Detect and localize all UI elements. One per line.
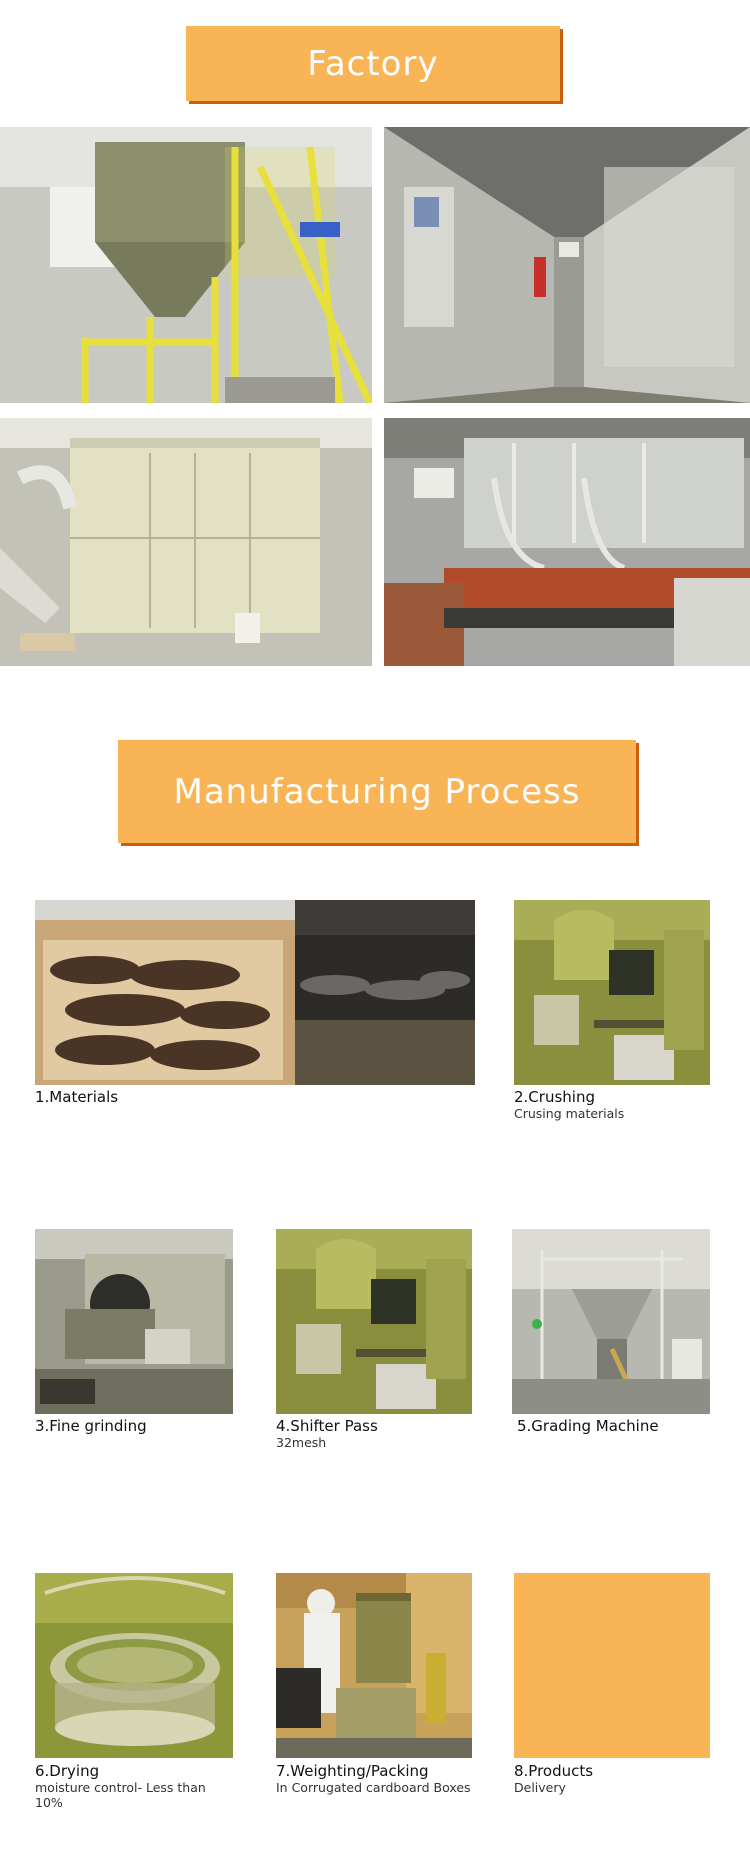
step-subtitle-8: Delivery (514, 1780, 566, 1795)
step-caption-7: 7.Weighting/Packing In Corrugated cardbo… (276, 1763, 476, 1795)
step-caption-4: 4.Shifter Pass 32mesh (276, 1418, 476, 1450)
step-title-8: 8.Products (514, 1762, 594, 1780)
process-title-text: Manufacturing Process (173, 771, 581, 812)
step-caption-1: 1.Materials (35, 1089, 335, 1105)
step-photo-materials (35, 900, 475, 1085)
step-caption-6: 6.Drying moisture control- Less than 10% (35, 1763, 235, 1810)
step-photo-crushing (514, 900, 710, 1085)
factory-photo-dryer-corridor (384, 127, 750, 403)
step-subtitle-6: moisture control- Less than 10% (35, 1780, 206, 1810)
factory-photo-bagging-machine (0, 127, 372, 403)
step-caption-2: 2.Crushing Crusing materials (514, 1089, 714, 1121)
step-photo-products-swatch (514, 1573, 710, 1758)
step-photo-fine-grinding (35, 1229, 233, 1414)
step-photo-drying (35, 1573, 233, 1758)
step-caption-3: 3.Fine grinding (35, 1418, 235, 1434)
step-title-2: 2.Crushing (514, 1088, 595, 1106)
factory-photo-drying-machine (0, 418, 372, 666)
factory-photo-conveyor-dryer (384, 418, 750, 666)
factory-title-text: Factory (307, 43, 439, 84)
step-photo-weighting-packing (276, 1573, 472, 1758)
step-title-6: 6.Drying (35, 1762, 100, 1780)
step-subtitle-2: Crusing materials (514, 1106, 625, 1121)
step-title-1: 1.Materials (35, 1088, 119, 1106)
step-title-3: 3.Fine grinding (35, 1417, 147, 1435)
step-photo-grading-machine (512, 1229, 710, 1414)
step-title-7: 7.Weighting/Packing (276, 1762, 429, 1780)
step-title-5: 5.Grading Machine (517, 1417, 659, 1435)
step-title-4: 4.Shifter Pass (276, 1417, 378, 1435)
step-caption-5: 5.Grading Machine (517, 1418, 717, 1434)
factory-section-title: Factory (186, 26, 560, 101)
step-subtitle-7: In Corrugated cardboard Boxes (276, 1780, 471, 1795)
process-section-title: Manufacturing Process (118, 740, 636, 843)
step-caption-8: 8.Products Delivery (514, 1763, 714, 1795)
step-photo-shifter-pass (276, 1229, 472, 1414)
step-subtitle-4: 32mesh (276, 1435, 327, 1450)
